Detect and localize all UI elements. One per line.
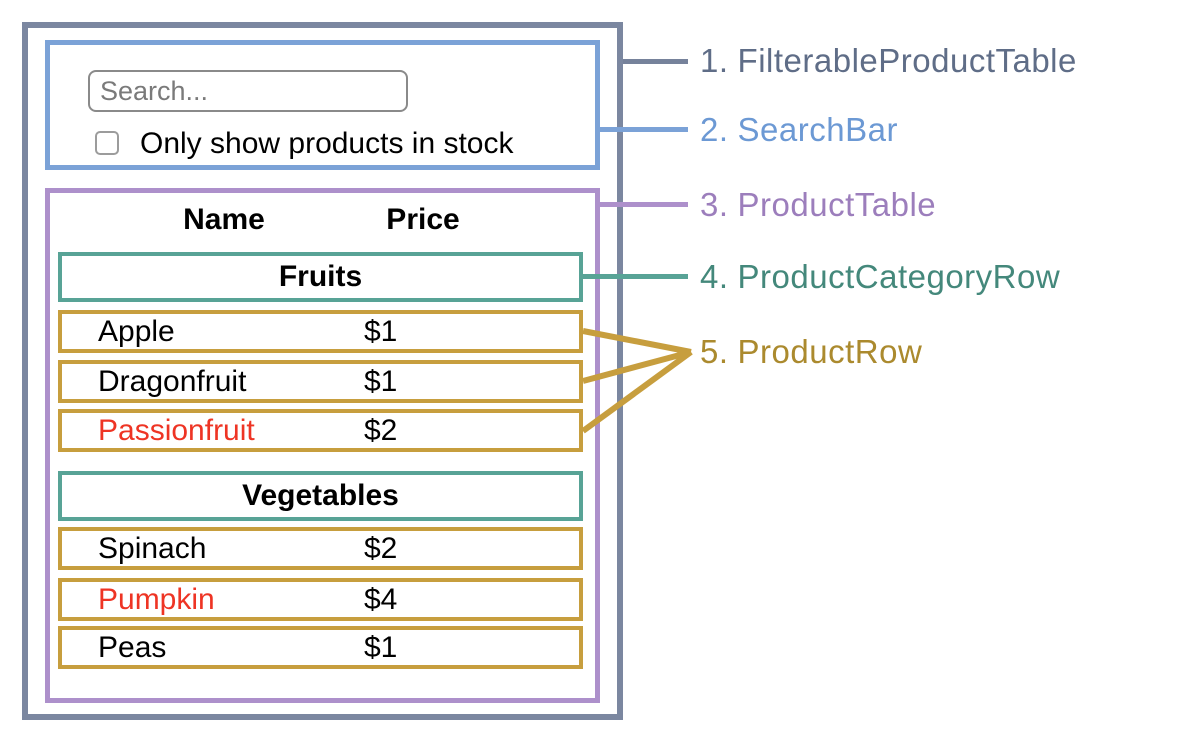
- product-name: Apple: [98, 314, 175, 348]
- annotation-text: FilterableProductTable: [737, 42, 1077, 79]
- product-row-peas: Peas $1: [58, 626, 583, 669]
- product-name: Dragonfruit: [98, 364, 247, 398]
- annotation-number: 3.: [700, 186, 729, 223]
- name-column-header: Name: [183, 203, 265, 236]
- annotation-product-table: 3.ProductTable: [700, 185, 936, 225]
- product-price: $1: [364, 314, 398, 348]
- product-row-dragonfruit: Dragonfruit $1: [58, 360, 583, 403]
- category-label: Fruits: [278, 260, 363, 293]
- product-name-out-of-stock: Pumpkin: [98, 582, 215, 616]
- annotation-search-bar: 2.SearchBar: [700, 110, 898, 150]
- product-price: $1: [364, 364, 398, 398]
- annotation-number: 2.: [700, 111, 729, 148]
- product-row-passionfruit: Passionfruit $2: [58, 409, 583, 452]
- search-input[interactable]: [88, 70, 408, 112]
- connector-line-filterable-product-table: [623, 59, 688, 64]
- annotation-product-category-row: 4.ProductCategoryRow: [700, 257, 1060, 297]
- connector-line-product-table: [600, 202, 688, 207]
- in-stock-checkbox-label: Only show products in stock: [140, 127, 514, 160]
- product-category-row-fruits: Fruits: [58, 252, 583, 302]
- product-price: $2: [364, 531, 398, 565]
- product-name-out-of-stock: Passionfruit: [98, 413, 255, 447]
- product-row-spinach: Spinach $2: [58, 527, 583, 570]
- product-name: Spinach: [98, 531, 207, 565]
- annotation-product-row: 5.ProductRow: [700, 332, 922, 372]
- product-name: Peas: [98, 630, 167, 664]
- product-row-pumpkin: Pumpkin $4: [58, 578, 583, 621]
- annotation-number: 5.: [700, 333, 729, 370]
- category-label: Vegetables: [242, 479, 399, 512]
- annotation-text: ProductRow: [737, 333, 923, 370]
- in-stock-checkbox[interactable]: [95, 131, 119, 155]
- annotation-number: 4.: [700, 258, 729, 295]
- product-row-apple: Apple $1: [58, 310, 583, 353]
- product-price: $2: [364, 413, 398, 447]
- product-price: $1: [364, 630, 398, 664]
- annotation-text: ProductTable: [737, 186, 937, 223]
- product-category-row-vegetables: Vegetables: [58, 471, 583, 521]
- annotation-text: SearchBar: [737, 111, 898, 148]
- price-column-header: Price: [386, 203, 460, 236]
- connector-line-search-bar: [600, 127, 688, 132]
- product-price: $4: [364, 582, 398, 616]
- connector-line-product-category-row: [583, 274, 688, 279]
- annotation-text: ProductCategoryRow: [737, 258, 1061, 295]
- annotation-number: 1.: [700, 42, 729, 79]
- annotation-filterable-product-table: 1.FilterableProductTable: [700, 41, 1077, 81]
